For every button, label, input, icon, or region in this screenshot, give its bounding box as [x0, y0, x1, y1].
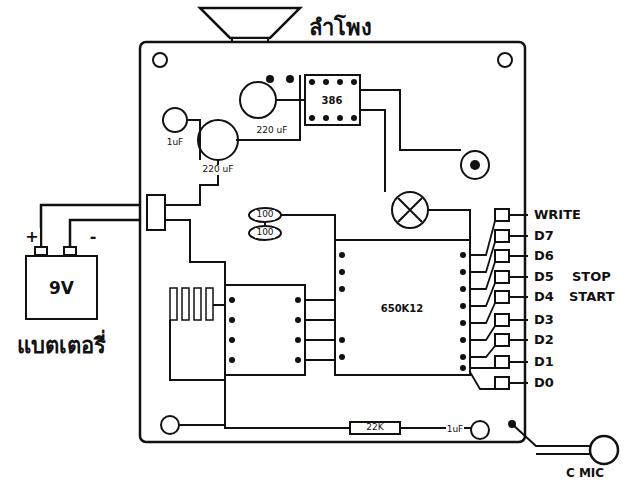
battery-terminal — [64, 247, 76, 255]
pin-name: WRITE — [533, 208, 582, 222]
component-value: 220 uF — [202, 165, 235, 175]
speaker-cone — [200, 8, 300, 38]
pcb-outline — [140, 42, 525, 442]
battery-connector — [147, 195, 165, 230]
speaker-label: ลำโพง — [308, 16, 373, 40]
pin-name: D2 — [533, 333, 555, 347]
pin-function: STOP — [571, 270, 612, 284]
pin-lead — [509, 215, 528, 383]
led-symbol — [461, 151, 489, 179]
component-value: 1uF — [446, 425, 465, 435]
component-value: 220 uF — [256, 126, 289, 136]
component-value: 22K — [365, 423, 384, 433]
pad — [266, 75, 274, 83]
pin-name: D5 — [533, 270, 555, 284]
resistor-symbol — [170, 288, 177, 320]
potentiometer-symbol — [392, 192, 428, 228]
component-value: 1uF — [166, 138, 185, 148]
ic-386-outline — [305, 75, 360, 125]
mount-hole — [153, 53, 167, 67]
polarity-mark: + — [24, 228, 39, 246]
capacitor-symbol — [240, 82, 276, 118]
mount-hole — [498, 53, 512, 67]
resistor-symbol — [249, 226, 281, 240]
battery-voltage: 9V — [49, 278, 74, 298]
ic-marking: 650K12 — [380, 303, 425, 314]
capacitor-symbol — [161, 416, 179, 434]
polarity-mark: - — [89, 228, 98, 246]
capacitor-symbol — [198, 120, 238, 160]
pad — [286, 75, 294, 83]
battery-terminal — [35, 247, 47, 255]
potentiometer-slot — [398, 198, 422, 222]
header-pads — [495, 209, 509, 389]
component-value: 100 — [255, 228, 274, 238]
ic-marking: 386 — [321, 95, 344, 106]
ic-outline — [335, 240, 470, 375]
microphone-symbol — [590, 436, 618, 464]
pin-name: D1 — [533, 355, 555, 369]
component-value: 100 — [255, 210, 274, 220]
pin-name: D7 — [533, 229, 555, 243]
capacitor-symbol — [471, 421, 489, 439]
battery-caption: แบตเตอรี่ — [17, 328, 106, 363]
pin-name: D4 — [533, 290, 555, 304]
copper-trace — [165, 75, 471, 428]
resistor-symbol — [182, 288, 189, 320]
pin-name: D3 — [533, 313, 555, 327]
resistor-symbol — [206, 288, 213, 320]
resistor-symbol — [194, 288, 201, 320]
battery-wire — [41, 205, 150, 247]
microphone-label: C MIC — [565, 467, 605, 480]
ic-outline — [225, 285, 305, 375]
copper-trace — [470, 221, 495, 389]
pin-name: D6 — [533, 249, 555, 263]
resistor-symbol — [350, 422, 400, 434]
pin-function: START — [568, 290, 616, 304]
led-pad — [470, 160, 480, 170]
resistor-symbol — [249, 208, 281, 222]
capacitor-symbol — [163, 108, 187, 132]
pin-name: D0 — [533, 376, 555, 390]
battery-box: 9Vแบตเตอรี่ — [25, 255, 98, 320]
mic-cable — [512, 424, 590, 454]
